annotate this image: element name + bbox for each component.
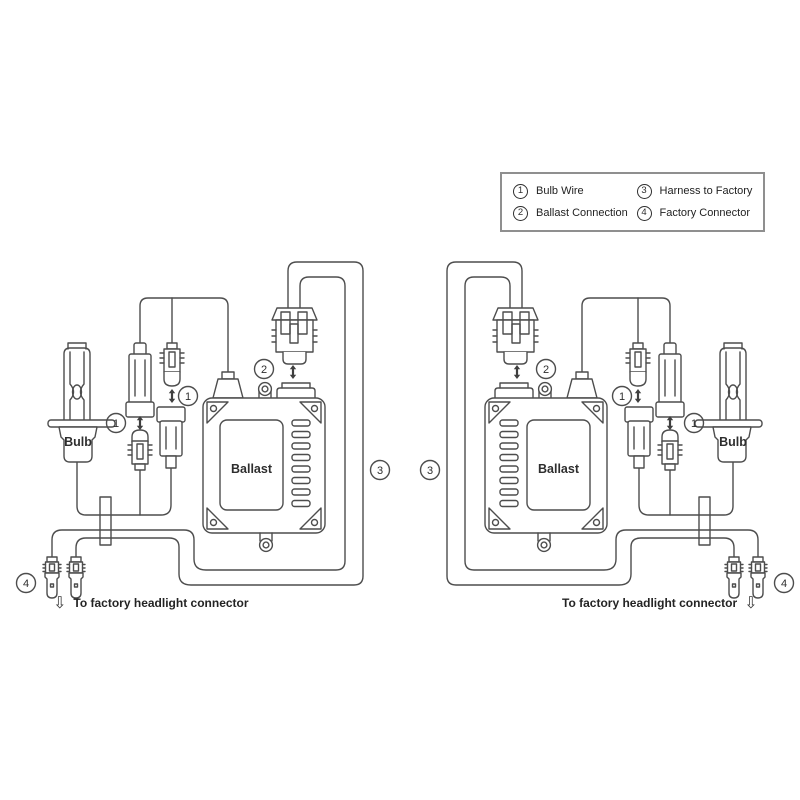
callout-factory-connector: 4 bbox=[773, 572, 795, 594]
callout-factory-connector: 4 bbox=[15, 572, 37, 594]
left-diagram-art bbox=[42, 261, 364, 599]
svg-text:1: 1 bbox=[185, 391, 191, 403]
legend-item-bulb-wire: 1 Bulb Wire bbox=[513, 183, 637, 199]
svg-text:2: 2 bbox=[261, 364, 267, 376]
callout-bulb-wire: 1 bbox=[105, 412, 127, 434]
down-arrow-icon: ⇩ bbox=[744, 593, 758, 612]
callout-harness: 3 bbox=[369, 459, 391, 481]
svg-text:1: 1 bbox=[619, 391, 625, 403]
legend-number-badge: 1 bbox=[513, 183, 528, 199]
callout-bulb-wire: 1 bbox=[611, 385, 633, 407]
legend-item-label: Bulb Wire bbox=[536, 185, 584, 197]
legend-row: 1 Bulb Wire 3 Harness to Factory bbox=[513, 183, 763, 199]
caption-text: To factory headlight connector bbox=[73, 596, 249, 610]
svg-text:1: 1 bbox=[691, 418, 697, 430]
callout-bulb-wire: 1 bbox=[683, 412, 705, 434]
legend-item-harness: 3 Harness to Factory bbox=[636, 183, 763, 199]
svg-text:2: 2 bbox=[543, 364, 549, 376]
callout-ballast-connection: 2 bbox=[253, 358, 275, 380]
legend-number-badge: 3 bbox=[636, 183, 652, 199]
svg-text:3: 3 bbox=[427, 465, 433, 477]
callout-bulb-wire: 1 bbox=[177, 385, 199, 407]
legend-item-factory-connector: 4 Factory Connector bbox=[636, 205, 763, 221]
legend-item-label: Ballast Connection bbox=[536, 207, 628, 219]
ballast-label-right: Ballast bbox=[538, 462, 580, 476]
svg-text:4: 4 bbox=[23, 578, 29, 590]
legend-item-label: Harness to Factory bbox=[659, 185, 753, 197]
caption-left: ⇩ To factory headlight connector bbox=[53, 595, 249, 611]
legend-row: 2 Ballast Connection 4 Factory Connector bbox=[513, 205, 763, 221]
right-diagram-art bbox=[446, 261, 768, 599]
callout-ballast-connection: 2 bbox=[535, 358, 557, 380]
legend-item-label: Factory Connector bbox=[659, 207, 750, 219]
svg-text:4: 4 bbox=[781, 578, 787, 590]
callout-harness: 3 bbox=[419, 459, 441, 481]
down-arrow-icon: ⇩ bbox=[53, 593, 67, 612]
caption-right: To factory headlight connector ⇩ bbox=[562, 595, 758, 611]
ballast-label-left: Ballast bbox=[231, 462, 273, 476]
svg-text:3: 3 bbox=[377, 465, 383, 477]
bulb-label-left: Bulb bbox=[64, 435, 92, 449]
legend-number-badge: 2 bbox=[513, 205, 528, 221]
legend-number-badge: 4 bbox=[636, 205, 652, 221]
svg-text:1: 1 bbox=[113, 418, 119, 430]
caption-text: To factory headlight connector bbox=[562, 596, 738, 610]
legend-item-ballast-connection: 2 Ballast Connection bbox=[513, 205, 637, 221]
bulb-label-right: Bulb bbox=[719, 435, 747, 449]
legend-box: 1 Bulb Wire 3 Harness to Factory 2 Balla… bbox=[500, 172, 765, 232]
